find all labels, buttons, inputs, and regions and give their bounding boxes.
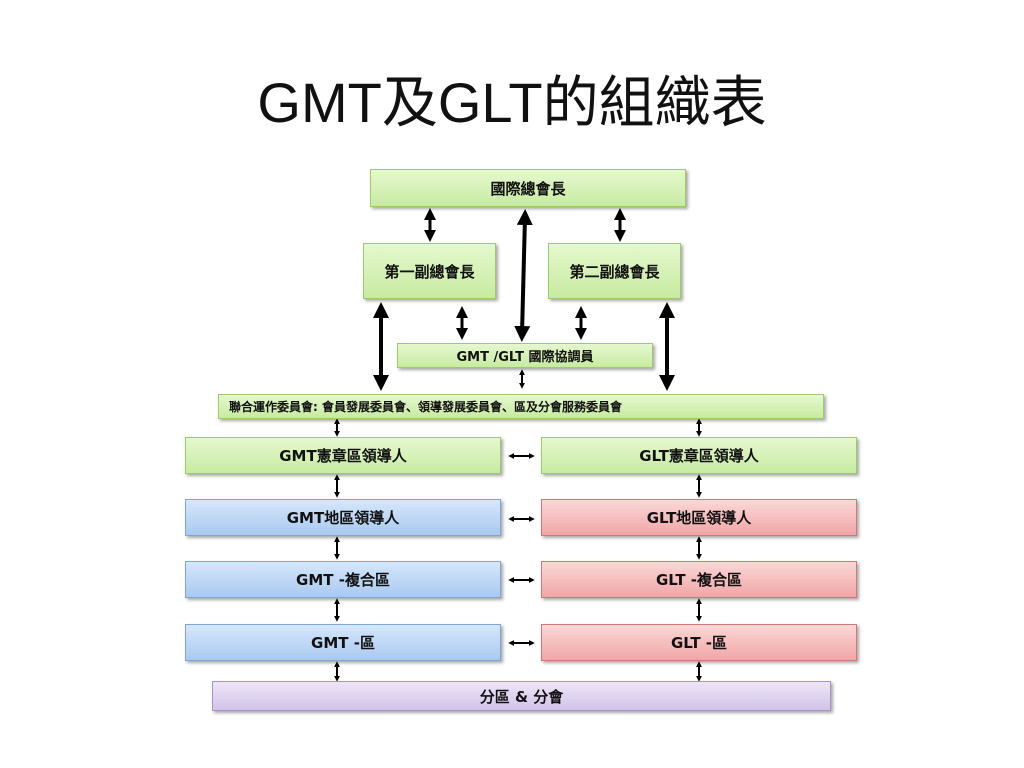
gmt-zone-box: GMT -區 [185,624,501,661]
glt-constitutional-leader-box: GLT憲章區領導人 [541,437,857,474]
coordinator-box: GMT /GLT 國際協調員 [397,343,653,368]
region-club-box: 分區 & 分會 [212,681,831,711]
glt-district-leader-box: GLT地區領導人 [541,499,857,536]
joint-committee-box: 聯合運作委員會: 會員發展委員會、領導發展委員會、區及分會服務委員會 [218,394,824,419]
gmt-constitutional-leader-box: GMT憲章區領導人 [185,437,501,474]
vp2-box: 第二副總會長 [548,243,681,299]
arrow-president-coordinator [514,209,533,342]
president-box: 國際總會長 [370,169,686,207]
glt-multiple-district-box: GLT -複合區 [541,561,857,598]
page-title: GMT及GLT的組織表 [257,71,767,134]
vp1-box: 第一副總會長 [363,243,496,299]
gmt-multiple-district-box: GMT -複合區 [185,561,501,598]
gmt-district-leader-box: GMT地區領導人 [185,499,501,536]
glt-zone-box: GLT -區 [541,624,857,661]
